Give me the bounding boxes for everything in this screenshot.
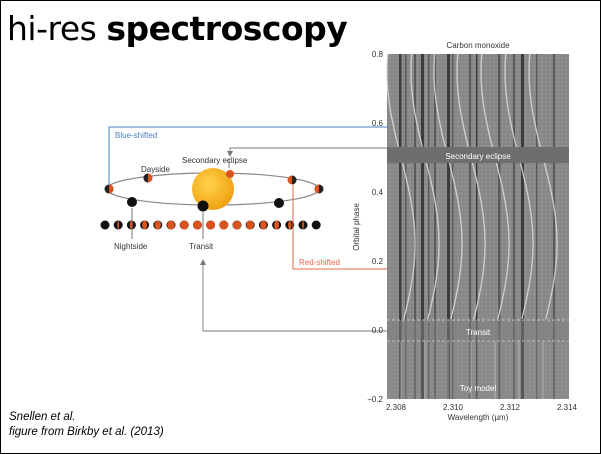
telluric-line	[434, 54, 436, 399]
band-label-toy-model: Toy model	[460, 384, 497, 393]
co-line-track	[528, 53, 541, 148]
spectrum-panel: Secondary eclipse Transit Toy model Carb…	[352, 41, 578, 422]
x-axis-label: Wavelength (µm)	[448, 413, 509, 422]
co-line-track	[448, 162, 463, 320]
label-transit: Transit	[189, 242, 214, 251]
band-label-transit: Transit	[466, 328, 491, 337]
co-line-track	[504, 53, 517, 148]
planet-transit	[197, 200, 209, 212]
telluric-line	[405, 54, 407, 399]
transit-band	[387, 320, 569, 341]
planet-lower-right	[274, 198, 284, 208]
phase-sequence	[100, 220, 321, 230]
label-red-shifted: Red-shifted	[299, 258, 340, 267]
y-ticks: 0.8 0.6 0.4 0.2 0.0 −0.2	[367, 50, 383, 404]
label-blue-shifted: Blue-shifted	[115, 131, 157, 140]
co-line-track	[471, 162, 486, 320]
co-line-track	[433, 53, 446, 148]
telluric-line	[399, 54, 402, 399]
star	[192, 168, 234, 210]
co-line-track	[543, 162, 558, 320]
panel-title: Carbon monoxide	[446, 41, 510, 50]
secondary-eclipse-arrow	[227, 147, 387, 157]
co-line-track	[386, 53, 399, 148]
secondary-eclipse-band	[387, 147, 569, 163]
label-secondary-eclipse: Secondary eclipse	[182, 156, 248, 165]
x-ticks: 2.308 2.310 2.312 2.314	[386, 403, 578, 412]
ytick: 0.2	[372, 257, 384, 266]
xtick: 2.312	[500, 403, 521, 412]
co-line-track	[519, 162, 534, 320]
phase-planet	[311, 220, 321, 230]
co-line-track	[425, 162, 440, 320]
telluric-line	[447, 54, 450, 399]
planet-secondary	[226, 170, 234, 178]
co-line-track	[495, 162, 510, 320]
telluric-line	[553, 54, 555, 399]
co-line-track	[456, 53, 469, 148]
orbit-planets	[104, 170, 324, 212]
co-line-track	[480, 53, 493, 148]
title-bold: spectroscopy	[106, 9, 348, 48]
credit-authors: Snellen et al.	[9, 411, 76, 423]
ytick: 0.6	[372, 119, 384, 128]
spectrum-background	[387, 54, 569, 399]
telluric-line	[521, 54, 524, 399]
slide-title: hi-res spectroscopy	[7, 9, 348, 48]
title-light: hi-res	[7, 9, 107, 48]
planet-nightside	[127, 197, 137, 207]
xtick: 2.314	[557, 403, 578, 412]
label-nightside: Nightside	[114, 242, 148, 251]
credit-source: figure from Birkby et al. (2013)	[9, 426, 164, 438]
co-line-tracks	[386, 53, 558, 399]
xtick: 2.308	[386, 403, 407, 412]
telluric-line	[469, 54, 471, 399]
ytick: −0.2	[367, 395, 383, 404]
band-label-secondary: Secondary eclipse	[445, 152, 511, 161]
telluric-line	[428, 54, 430, 399]
telluric-line	[421, 54, 424, 399]
co-line-track	[401, 162, 416, 320]
co-line-track	[410, 53, 423, 148]
orbit-diagram: Dayside Secondary eclipse Nightside Tran…	[100, 124, 473, 332]
phase-planet	[100, 220, 110, 230]
telluric-line	[513, 54, 515, 399]
label-dayside: Dayside	[141, 165, 170, 174]
xtick: 2.310	[443, 403, 464, 412]
y-axis-label: Orbital phase	[352, 203, 361, 251]
ytick: 0.0	[372, 326, 384, 335]
telluric-line	[452, 54, 454, 399]
telluric-line	[536, 54, 538, 399]
telluric-line	[498, 54, 501, 399]
ytick: 0.8	[372, 50, 384, 59]
toy-model-region	[387, 341, 569, 399]
telluric-line	[476, 54, 478, 399]
ytick: 0.4	[372, 188, 384, 197]
transit-arrow	[200, 259, 387, 332]
